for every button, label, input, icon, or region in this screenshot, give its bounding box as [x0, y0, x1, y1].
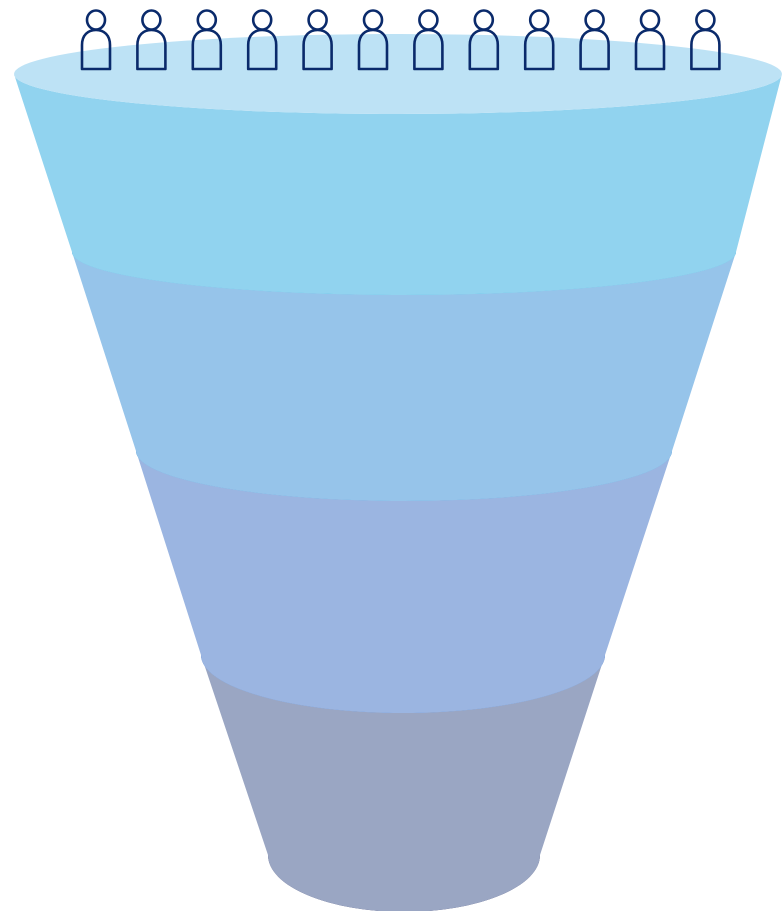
person-icon	[690, 9, 721, 71]
person-icon	[136, 9, 167, 71]
funnel-stage-1-top	[14, 34, 782, 114]
person-icon	[634, 9, 666, 71]
person-icon	[468, 9, 500, 71]
person-icon	[191, 9, 223, 71]
person-icon	[523, 9, 555, 71]
funnel-stage-3-band	[136, 451, 672, 713]
person-icon	[302, 9, 333, 71]
funnel-stage-1-band	[14, 74, 782, 295]
person-icon	[579, 9, 610, 71]
funnel-stage-4-band	[201, 655, 605, 911]
person-icon	[80, 9, 112, 71]
funnel-stage-1	[14, 9, 782, 295]
funnel-stage-2-band	[72, 252, 736, 501]
person-icon	[413, 9, 444, 71]
person-icon	[357, 9, 389, 71]
person-icon	[246, 9, 278, 71]
